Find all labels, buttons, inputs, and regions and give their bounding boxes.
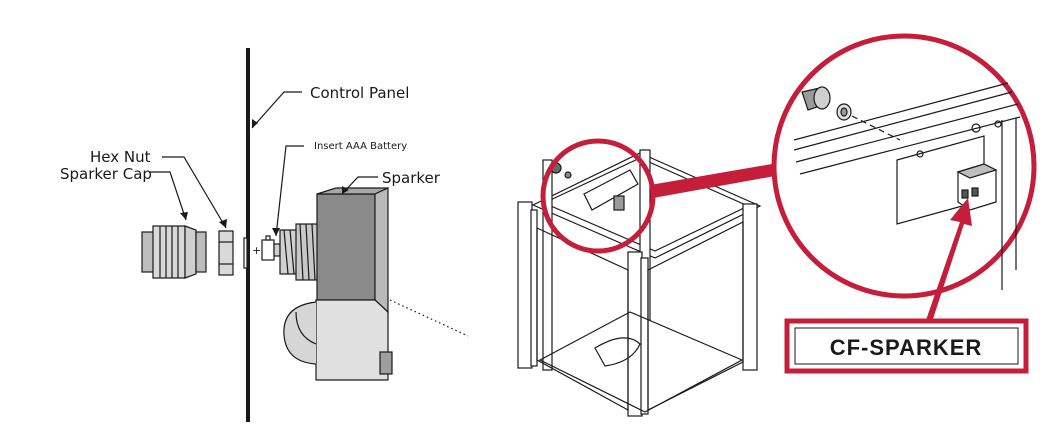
magnified-detail: [793, 82, 1021, 290]
cf-sparker-box: [784, 318, 1029, 374]
hex-nut-label: Hex Nut: [90, 148, 151, 166]
callout-zoom: CF-SPARKER: [540, 33, 1037, 374]
cf-sparker-label: CF-SPARKER: [830, 335, 983, 360]
hex-nut-part: [218, 230, 234, 276]
leader-lines: [150, 91, 378, 237]
sparker-cap-part: [141, 225, 207, 279]
battery-part: [261, 235, 281, 261]
polarity-mark: +: [252, 244, 261, 257]
magnified-circle: [771, 33, 1037, 299]
sparker-cap-label: Sparker Cap: [60, 165, 152, 183]
cf-sparker-box-inner: [794, 327, 1019, 365]
sparker-thread: [279, 223, 321, 281]
leader-arrowheads: [180, 119, 349, 236]
zoom-connector: [650, 164, 775, 198]
cabinet-frame: [517, 149, 762, 417]
sparker-body: [283, 187, 469, 381]
washer-part: [243, 237, 248, 269]
insert-battery-label: Insert AAA Battery: [314, 141, 407, 152]
exploded-view: [141, 48, 469, 422]
callout-arrow: [926, 198, 972, 322]
sparker-label: Sparker: [382, 169, 441, 187]
control-panel-label: Control Panel: [310, 84, 409, 102]
